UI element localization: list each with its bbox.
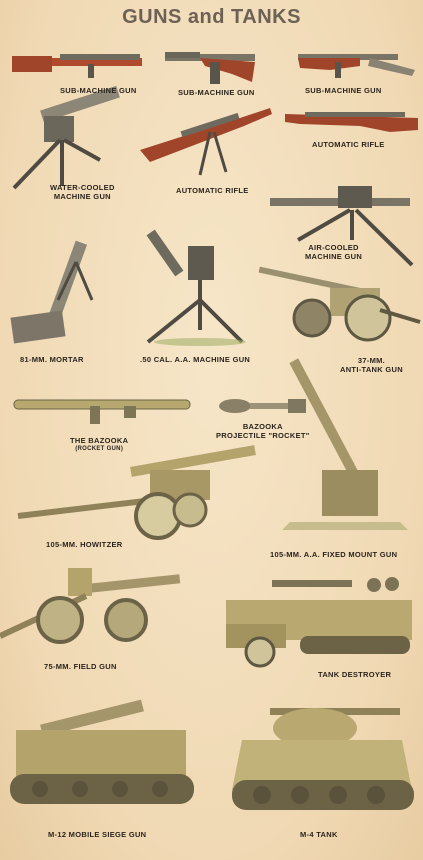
label-sub-machine-gun-3: SUB-MACHINE GUN: [305, 86, 382, 95]
label-air-cooled-machine-gun: AIR-COOLED MACHINE GUN: [305, 243, 363, 261]
label-water-cooled-machine-gun: WATER-COOLED MACHINE GUN: [50, 183, 115, 201]
label-sub-machine-gun-1: SUB-MACHINE GUN: [60, 86, 137, 95]
label-automatic-rifle-right: AUTOMATIC RIFLE: [312, 140, 385, 149]
bazooka-image: [13, 399, 191, 424]
m4-tank-image: [232, 708, 414, 810]
automatic-rifle-right-image: [285, 112, 418, 132]
mortar-image: [10, 240, 94, 344]
sub-machine-gun-1-image: [12, 54, 142, 78]
label-automatic-rifle-center: AUTOMATIC RIFLE: [176, 186, 249, 195]
label-bazooka: THE BAZOOKA (ROCKET GUN): [70, 436, 129, 452]
automatic-rifle-center-image: [140, 108, 272, 176]
bazooka-rocket-image: [219, 399, 306, 413]
label-m12-siege-gun: M-12 MOBILE SIEGE GUN: [48, 830, 147, 839]
page-title: GUNS and TANKS: [122, 6, 301, 28]
sub-machine-gun-2-image: [165, 52, 255, 84]
water-cooled-machine-gun-image: [12, 85, 120, 190]
label-aa-machine-gun: .50 CAL. A.A. MACHINE GUN: [140, 355, 251, 364]
m12-siege-gun-image: [10, 699, 194, 804]
air-cooled-machine-gun-image: [270, 186, 414, 267]
tank-destroyer-image: [226, 577, 412, 668]
label-m4-tank: M-4 TANK: [300, 830, 338, 839]
anti-tank-gun-image: [258, 266, 421, 342]
sub-machine-gun-3-image: [298, 54, 415, 78]
label-anti-tank-gun: 37-MM. ANTI-TANK GUN: [340, 356, 403, 374]
aa-fixed-mount-gun-image: [282, 358, 408, 530]
label-field-gun: 75-MM. FIELD GUN: [44, 662, 117, 671]
label-aa-fixed-mount-gun: 105-MM. A.A. FIXED MOUNT GUN: [270, 550, 398, 559]
howitzer-image: [17, 445, 256, 540]
label-howitzer: 105-MM. HOWITZER: [46, 540, 123, 549]
label-bazooka-projectile: BAZOOKA PROJECTILE "ROCKET": [216, 422, 310, 440]
field-gun-image: [0, 568, 181, 644]
label-tank-destroyer: TANK DESTROYER: [318, 670, 392, 679]
label-mortar: 81-MM. MORTAR: [20, 355, 84, 364]
label-sub-machine-gun-2: SUB-MACHINE GUN: [178, 88, 255, 97]
aa-machine-gun-image: [146, 229, 246, 346]
